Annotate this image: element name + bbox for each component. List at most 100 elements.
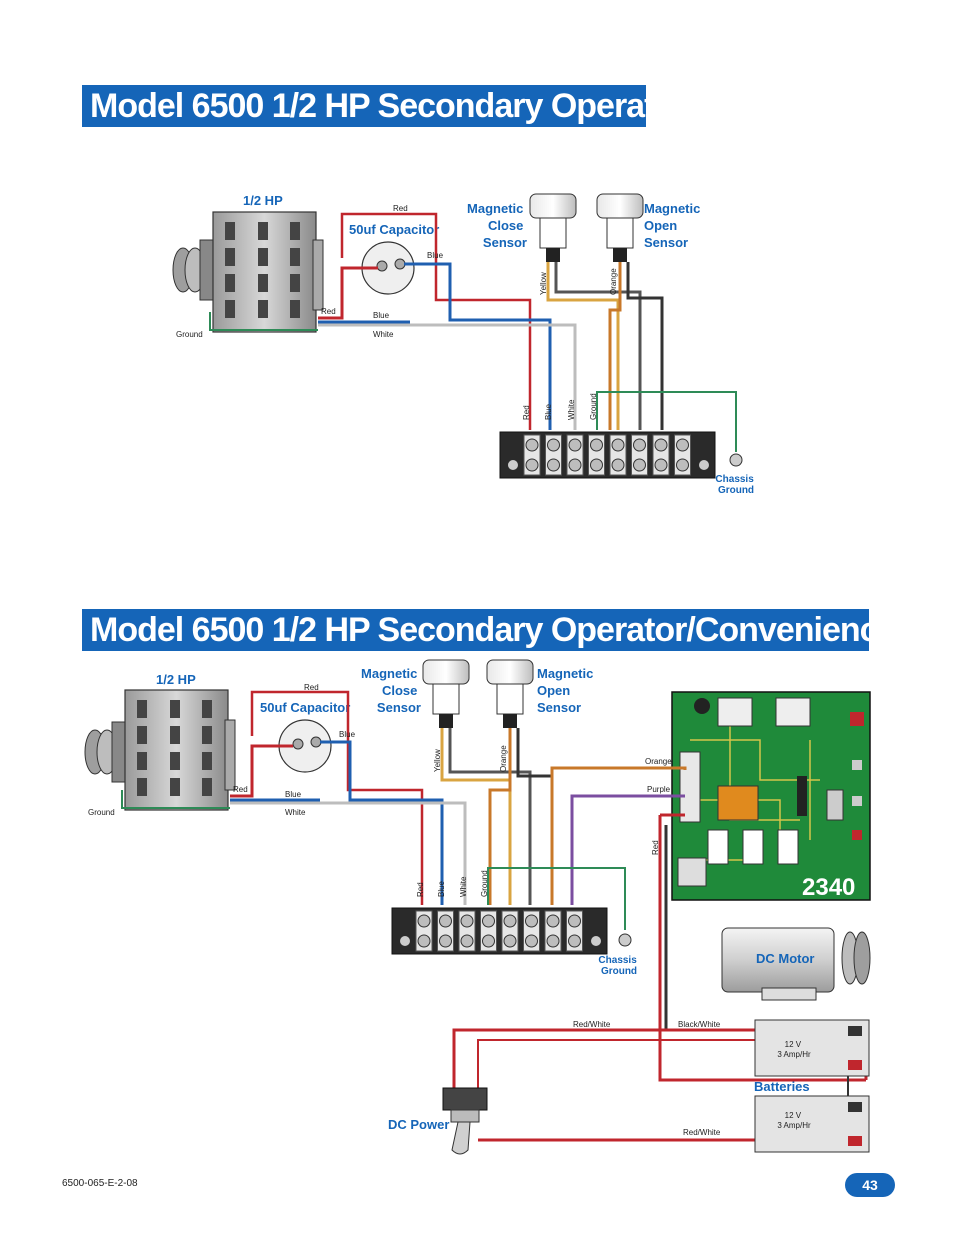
label-red-white-2: Red/White xyxy=(683,1128,721,1137)
close-sensor-bottom xyxy=(422,659,470,728)
battery-2-spec: 12 V 3 Amp/Hr xyxy=(777,1111,811,1130)
terminal-screw xyxy=(676,438,689,452)
terminal-screw xyxy=(611,438,625,452)
capacitor-label-top: 50uf Capacitor xyxy=(349,222,439,237)
terminal-screw xyxy=(546,914,560,928)
page-number: 43 xyxy=(845,1173,895,1197)
terminal-screw xyxy=(676,458,689,472)
label-blue3-bottom: Blue xyxy=(437,880,446,897)
terminal-screw xyxy=(547,438,560,452)
chassis-ground-label-bottom: Chassis Ground xyxy=(598,955,639,977)
dc-power-label: DC Power xyxy=(388,1117,449,1132)
terminal-screw xyxy=(460,934,474,948)
label-white-bottom: White xyxy=(285,808,306,817)
page-title-bottom: Model 6500 1/2 HP Secondary Operator/Con… xyxy=(82,609,954,651)
label-blue-bottom: Blue xyxy=(339,730,356,739)
label-yellow-bottom: Yellow xyxy=(433,749,442,772)
diagram-bottom: 1/2 HP 50uf Capacitor Magnetic Close Sen… xyxy=(84,659,871,1155)
terminal-screw xyxy=(460,914,474,928)
label-ground-bottom: Ground xyxy=(88,808,115,817)
terminal-screw xyxy=(482,934,495,948)
battery-1-spec: 12 V 3 Amp/Hr xyxy=(777,1040,811,1059)
terminal-screw xyxy=(417,934,431,948)
terminal-strip-top xyxy=(499,431,743,479)
open-sensor-bottom xyxy=(486,659,534,728)
terminal-screw xyxy=(568,458,582,472)
terminal-screw xyxy=(547,458,560,472)
label-white-top: White xyxy=(373,330,394,339)
terminal-screw xyxy=(503,934,517,948)
label-orange2-bottom: Orange xyxy=(645,757,672,766)
terminal-screw xyxy=(482,914,495,928)
terminal-screw xyxy=(590,438,603,452)
label-purple-bottom: Purple xyxy=(647,785,671,794)
terminal-screw xyxy=(633,438,646,452)
terminal-screw xyxy=(611,458,625,472)
terminal-screw xyxy=(525,914,538,928)
terminal-screw xyxy=(546,934,560,948)
label-red3-bottom: Red xyxy=(416,882,425,897)
battery-2 xyxy=(754,1095,870,1153)
label-red-board: Red xyxy=(651,840,660,855)
terminal-screw xyxy=(503,914,517,928)
wires-top xyxy=(209,212,737,452)
label-blue-top: Blue xyxy=(427,251,444,260)
capacitor-label-bottom: 50uf Capacitor xyxy=(260,700,350,715)
label-ground2-bottom: Ground xyxy=(480,870,489,897)
label-red2-bottom: Red xyxy=(233,785,248,794)
terminal-strip-bottom xyxy=(391,907,632,955)
label-red3-top: Red xyxy=(522,405,531,420)
ac-motor-top xyxy=(172,211,324,333)
terminal-screw xyxy=(590,458,603,472)
label-white2-bottom: White xyxy=(459,876,468,897)
label-blue3-top: Blue xyxy=(544,403,553,420)
capacitor-top xyxy=(361,241,415,295)
label-red-bottom: Red xyxy=(304,683,319,692)
chassis-ground-label-top: Chassis Ground xyxy=(715,474,756,496)
motor-label-top: 1/2 HP xyxy=(243,193,283,208)
page-title-top: Model 6500 1/2 HP Secondary Operator xyxy=(82,85,687,127)
terminal-screw xyxy=(654,458,668,472)
terminal-screw xyxy=(417,914,431,928)
label-yellow-top: Yellow xyxy=(539,272,548,295)
label-red2-top: Red xyxy=(321,307,336,316)
open-sensor-label-bottom: Magnetic Open Sensor xyxy=(537,666,597,715)
label-red-top: Red xyxy=(393,204,408,213)
close-sensor-top xyxy=(529,193,577,262)
terminal-screw xyxy=(633,458,646,472)
label-red-white-1: Red/White xyxy=(573,1020,611,1029)
terminal-screw xyxy=(568,438,582,452)
label-orange-top: Orange xyxy=(609,268,618,295)
batteries-label: Batteries xyxy=(754,1079,810,1094)
board-number: 2340 xyxy=(802,874,855,901)
document-code: 6500-065-E-2-08 xyxy=(62,1178,138,1189)
terminal-screw xyxy=(439,914,452,928)
terminal-screw xyxy=(568,934,581,948)
diagram-top: 1/2 HP 50uf Capacitor Magnetic Close Sen… xyxy=(172,193,756,496)
terminal-screw xyxy=(525,458,539,472)
open-sensor-top xyxy=(596,193,644,262)
capacitor-bottom xyxy=(278,719,332,773)
battery-1 xyxy=(754,1019,870,1077)
terminal-screw xyxy=(525,438,539,452)
motor-label-bottom: 1/2 HP xyxy=(156,672,196,687)
label-ground2-top: Ground xyxy=(589,393,598,420)
label-blue2-bottom: Blue xyxy=(285,790,302,799)
terminal-screw xyxy=(654,438,668,452)
dc-power-switch xyxy=(442,1087,488,1155)
close-sensor-label-top: Magnetic Close Sensor xyxy=(467,201,527,250)
dc-motor xyxy=(721,927,871,1001)
open-sensor-label-top: Magnetic Open Sensor xyxy=(644,201,704,250)
terminal-screw xyxy=(439,934,452,948)
ac-motor-bottom xyxy=(84,689,236,811)
control-board-2340: 2340 xyxy=(671,691,871,901)
label-orange-bottom: Orange xyxy=(499,745,508,772)
terminal-screw xyxy=(568,914,581,928)
dc-motor-label: DC Motor xyxy=(756,951,815,966)
label-white2-top: White xyxy=(567,399,576,420)
close-sensor-label-bottom: Magnetic Close Sensor xyxy=(361,666,421,715)
label-black-white: Black/White xyxy=(678,1020,721,1029)
wires-bottom xyxy=(121,690,868,1142)
label-ground-top: Ground xyxy=(176,330,203,339)
